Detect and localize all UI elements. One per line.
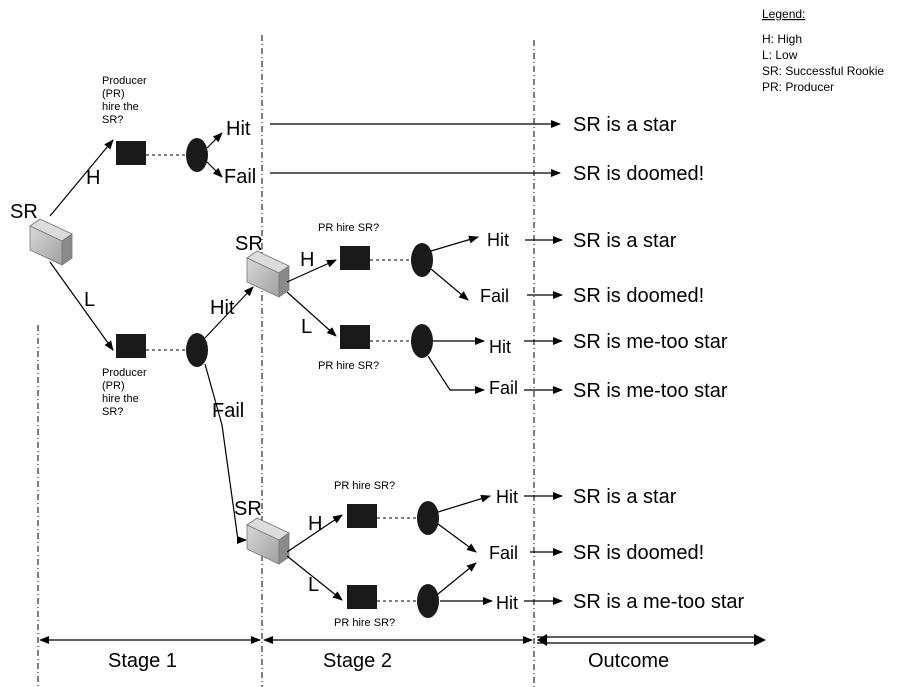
decision-box-low-bottom bbox=[347, 585, 377, 609]
outcome-label: Outcome bbox=[588, 650, 669, 672]
sr-low-cube bbox=[246, 517, 290, 565]
outcome-8: SR is doomed! bbox=[573, 542, 704, 564]
result-low-bottom-hit: Hit bbox=[496, 593, 518, 613]
chance-node-top bbox=[186, 138, 208, 172]
outcome-2: SR is doomed! bbox=[573, 163, 704, 185]
arrow-bottom-hit bbox=[204, 286, 254, 339]
branch-label-l2: L bbox=[301, 316, 312, 338]
sr-root-label: SR bbox=[10, 201, 38, 223]
legend-item-high: H: High bbox=[762, 32, 802, 46]
outcome-7: SR is a star bbox=[573, 486, 677, 508]
outcome-4: SR is doomed! bbox=[573, 285, 704, 307]
question-bottom-line-4: SR? bbox=[102, 406, 123, 418]
decision-box-low-top bbox=[347, 504, 377, 528]
legend-item-pr: PR: Producer bbox=[762, 80, 834, 94]
result-low-hit: Hit bbox=[496, 487, 518, 507]
branch-label-l3: L bbox=[308, 574, 319, 596]
question-bottom-line-2: (PR) bbox=[102, 380, 125, 392]
question-bottom: Producer (PR) hire the SR? bbox=[102, 367, 147, 418]
chance-node-low-top bbox=[417, 501, 439, 535]
arrow-low-bottom-fail bbox=[437, 562, 477, 595]
result-top-hit: Hit bbox=[226, 118, 251, 140]
result-low-fail: Fail bbox=[489, 543, 518, 563]
pr-hire-low-bottom: PR hire SR? bbox=[334, 617, 395, 629]
decision-box-mid-top bbox=[340, 246, 370, 270]
branch-label-hit-up: Hit bbox=[210, 297, 235, 319]
branch-mid-l bbox=[286, 291, 337, 337]
question-bottom-line-1: Producer bbox=[102, 367, 147, 379]
outcome-6: SR is me-too star bbox=[573, 380, 728, 402]
sr-mid-cube bbox=[246, 250, 290, 298]
chance-node-bottom bbox=[186, 333, 208, 367]
arrow-mid-bottom-fail bbox=[427, 355, 485, 394]
decision-box-mid-bottom bbox=[340, 325, 370, 349]
legend-item-low: L: Low bbox=[762, 48, 798, 62]
arrow-low-top-hit bbox=[437, 494, 491, 513]
pr-hire-low-top: PR hire SR? bbox=[334, 480, 395, 492]
outcome-3: SR is a star bbox=[573, 230, 677, 252]
question-bottom-line-3: hire the bbox=[102, 393, 139, 405]
branch-low-h bbox=[286, 514, 343, 553]
question-top-line-4: SR? bbox=[102, 114, 123, 126]
sr-low-label: SR bbox=[234, 498, 262, 520]
branch-label-fail-down: Fail bbox=[212, 400, 244, 422]
arrow-mid-top-hit bbox=[430, 235, 479, 252]
pr-hire-mid-top: PR hire SR? bbox=[318, 222, 379, 234]
outcome-5: SR is me-too star bbox=[573, 331, 728, 353]
outcome-1: SR is a star bbox=[573, 114, 677, 136]
branch-label-h1: H bbox=[86, 167, 100, 189]
legend-title: Legend: bbox=[762, 7, 805, 21]
branch-low-l bbox=[286, 555, 343, 601]
arrow-top-fail bbox=[206, 161, 223, 178]
arrow-low-top-fail bbox=[437, 523, 477, 553]
result-mid-hit: Hit bbox=[487, 230, 509, 250]
question-top-line-1: Producer bbox=[102, 75, 147, 87]
pr-hire-mid-bottom: PR hire SR? bbox=[318, 360, 379, 372]
branch-label-h3: H bbox=[308, 513, 322, 535]
legend-item-sr: SR: Successful Rookie bbox=[762, 64, 884, 78]
question-top-line-3: hire the bbox=[102, 101, 139, 113]
legend: Legend: H: High L: Low SR: Successful Ro… bbox=[762, 7, 884, 94]
decision-box-top bbox=[116, 141, 146, 165]
stage2-label: Stage 2 bbox=[323, 650, 392, 672]
sr-root-cube bbox=[29, 218, 73, 266]
question-top: Producer (PR) hire the SR? bbox=[102, 75, 147, 126]
arrow-mid-top-fail bbox=[430, 268, 469, 301]
chance-node-mid-bottom bbox=[411, 324, 433, 358]
branch-mid-h bbox=[286, 259, 337, 283]
stage1-label: Stage 1 bbox=[108, 650, 177, 672]
branch-label-h2: H bbox=[300, 249, 314, 271]
branch-label-l1: L bbox=[84, 289, 95, 311]
arrow-top-hit bbox=[206, 132, 223, 149]
outcome-span bbox=[537, 634, 766, 646]
decision-box-bottom bbox=[116, 334, 146, 358]
outcome-list: SR is a star SR is doomed! SR is a star … bbox=[573, 114, 745, 613]
result-top-fail: Fail bbox=[224, 166, 256, 188]
result-mid-fail: Fail bbox=[480, 286, 509, 306]
result-mid-bottom-hit: Hit bbox=[489, 337, 511, 357]
chance-node-low-bottom bbox=[417, 584, 439, 618]
chance-node-mid-top bbox=[411, 243, 433, 277]
outcome-9: SR is a me-too star bbox=[573, 591, 745, 613]
arrow-bottom-fail bbox=[204, 363, 247, 544]
sr-mid-label: SR bbox=[235, 233, 263, 255]
branch-root-l bbox=[49, 261, 114, 351]
branch-root-h bbox=[49, 139, 114, 217]
question-top-line-2: (PR) bbox=[102, 88, 125, 100]
result-mid-bottom-fail: Fail bbox=[489, 378, 518, 398]
